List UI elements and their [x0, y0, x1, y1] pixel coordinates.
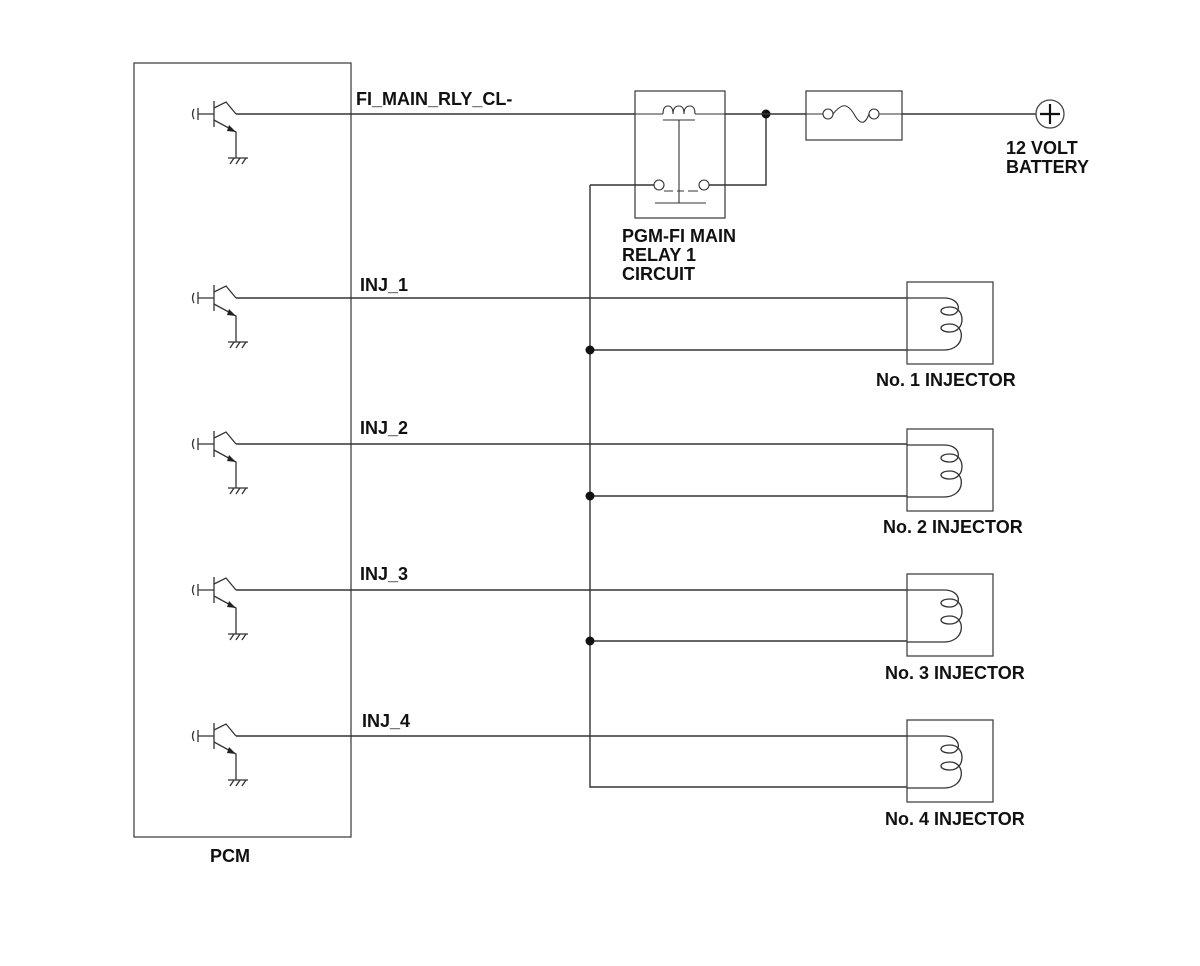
transistor-group: [191, 101, 248, 787]
fuse-box: [805, 90, 903, 141]
injector-4-coil: [906, 719, 994, 803]
transistor-inj-4-icon: [191, 723, 248, 787]
injector-group: [906, 281, 994, 803]
inj-2-signal-label: INJ_2: [360, 418, 409, 438]
fuse-terminal-left: [822, 108, 834, 120]
relay-control-signal-label: FI_MAIN_RLY_CL-: [356, 89, 513, 109]
junction-dot-inj-3: [585, 636, 595, 646]
battery-plus-icon: [1035, 99, 1065, 129]
inj-4-signal-label: INJ_4: [362, 711, 411, 731]
relay-input-wire: [709, 114, 767, 186]
injector-1-label: No. 1 INJECTOR: [876, 370, 1016, 390]
pcm-label: PCM: [210, 846, 250, 866]
injector-1-coil: [906, 281, 994, 365]
transistor-inj-2-icon: [191, 431, 248, 495]
injector-3-label: No. 3 INJECTOR: [885, 663, 1025, 683]
injector-2-coil: [906, 428, 994, 512]
relay-label-line3: CIRCUIT: [622, 264, 695, 284]
injector-supply-bus: [589, 185, 907, 788]
injector-3-coil: [906, 573, 994, 657]
junction-dot-inj-2: [585, 491, 595, 501]
battery-label-line1: 12 VOLT: [1006, 138, 1078, 158]
injector-4-label: No. 4 INJECTOR: [885, 809, 1025, 829]
relay-label-line2: RELAY 1: [622, 245, 697, 265]
relay-contact-right: [698, 179, 710, 191]
injector-2-label: No. 2 INJECTOR: [883, 517, 1023, 537]
battery-plus-sign: [1040, 104, 1060, 124]
inj-1-signal-label: INJ_1: [360, 275, 409, 295]
relay-label-line1: PGM-FI MAIN: [622, 226, 736, 246]
relay-coil: [662, 105, 696, 115]
inj-3-signal-label: INJ_3: [360, 564, 409, 584]
transistor-inj-1-icon: [191, 285, 248, 349]
fuse-terminal-right: [868, 108, 880, 120]
junction-dot-inj-1: [585, 345, 595, 355]
battery-label-line2: BATTERY: [1006, 157, 1089, 177]
pcm-box: [133, 62, 352, 838]
transistor-relay-icon: [191, 101, 248, 165]
transistor-inj-3-icon: [191, 577, 248, 641]
fuse-element: [832, 105, 870, 123]
relay-box: [634, 90, 726, 219]
relay-contact-left: [653, 179, 665, 191]
